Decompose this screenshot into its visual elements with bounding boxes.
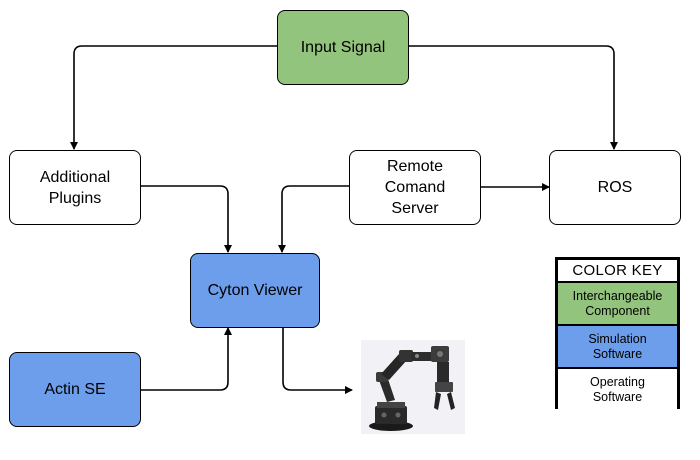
legend-item-operating: Operating Software bbox=[558, 369, 677, 410]
legend-title: COLOR KEY bbox=[558, 260, 677, 283]
ros-node: ROS bbox=[549, 150, 681, 225]
legend-item-interchangeable: Interchangeable Component bbox=[558, 283, 677, 326]
additional-plugins-node: Additional Plugins bbox=[9, 150, 141, 225]
edge-input-ros bbox=[402, 42, 618, 150]
remote-command-server-label: Remote Comand Server bbox=[384, 158, 446, 217]
input-signal-node: Input Signal bbox=[277, 10, 409, 85]
edge-cyton-robot bbox=[279, 321, 353, 394]
legend-item-simulation: Simulation Software bbox=[558, 326, 677, 369]
ros-label: ROS bbox=[597, 179, 633, 196]
cyton-viewer-node: Cyton Viewer bbox=[190, 253, 320, 328]
robot-arm-photo bbox=[361, 340, 465, 434]
edge-plugins-cyton bbox=[134, 182, 232, 253]
remote-command-server-node: Remote Comand Server bbox=[349, 150, 481, 225]
input-signal-label: Input Signal bbox=[300, 39, 386, 56]
edge-input-plugins bbox=[70, 42, 284, 150]
edge-actin-cyton bbox=[134, 327, 232, 394]
actin-se-node: Actin SE bbox=[9, 352, 141, 427]
robot-arm-icon bbox=[369, 346, 455, 431]
actin-se-label: Actin SE bbox=[44, 381, 106, 398]
edge-server-cyton bbox=[278, 182, 356, 253]
additional-plugins-label: Additional Plugins bbox=[39, 168, 111, 207]
color-key-legend: COLOR KEY Interchangeable Component Simu… bbox=[555, 257, 680, 410]
cyton-viewer-label: Cyton Viewer bbox=[207, 282, 303, 299]
